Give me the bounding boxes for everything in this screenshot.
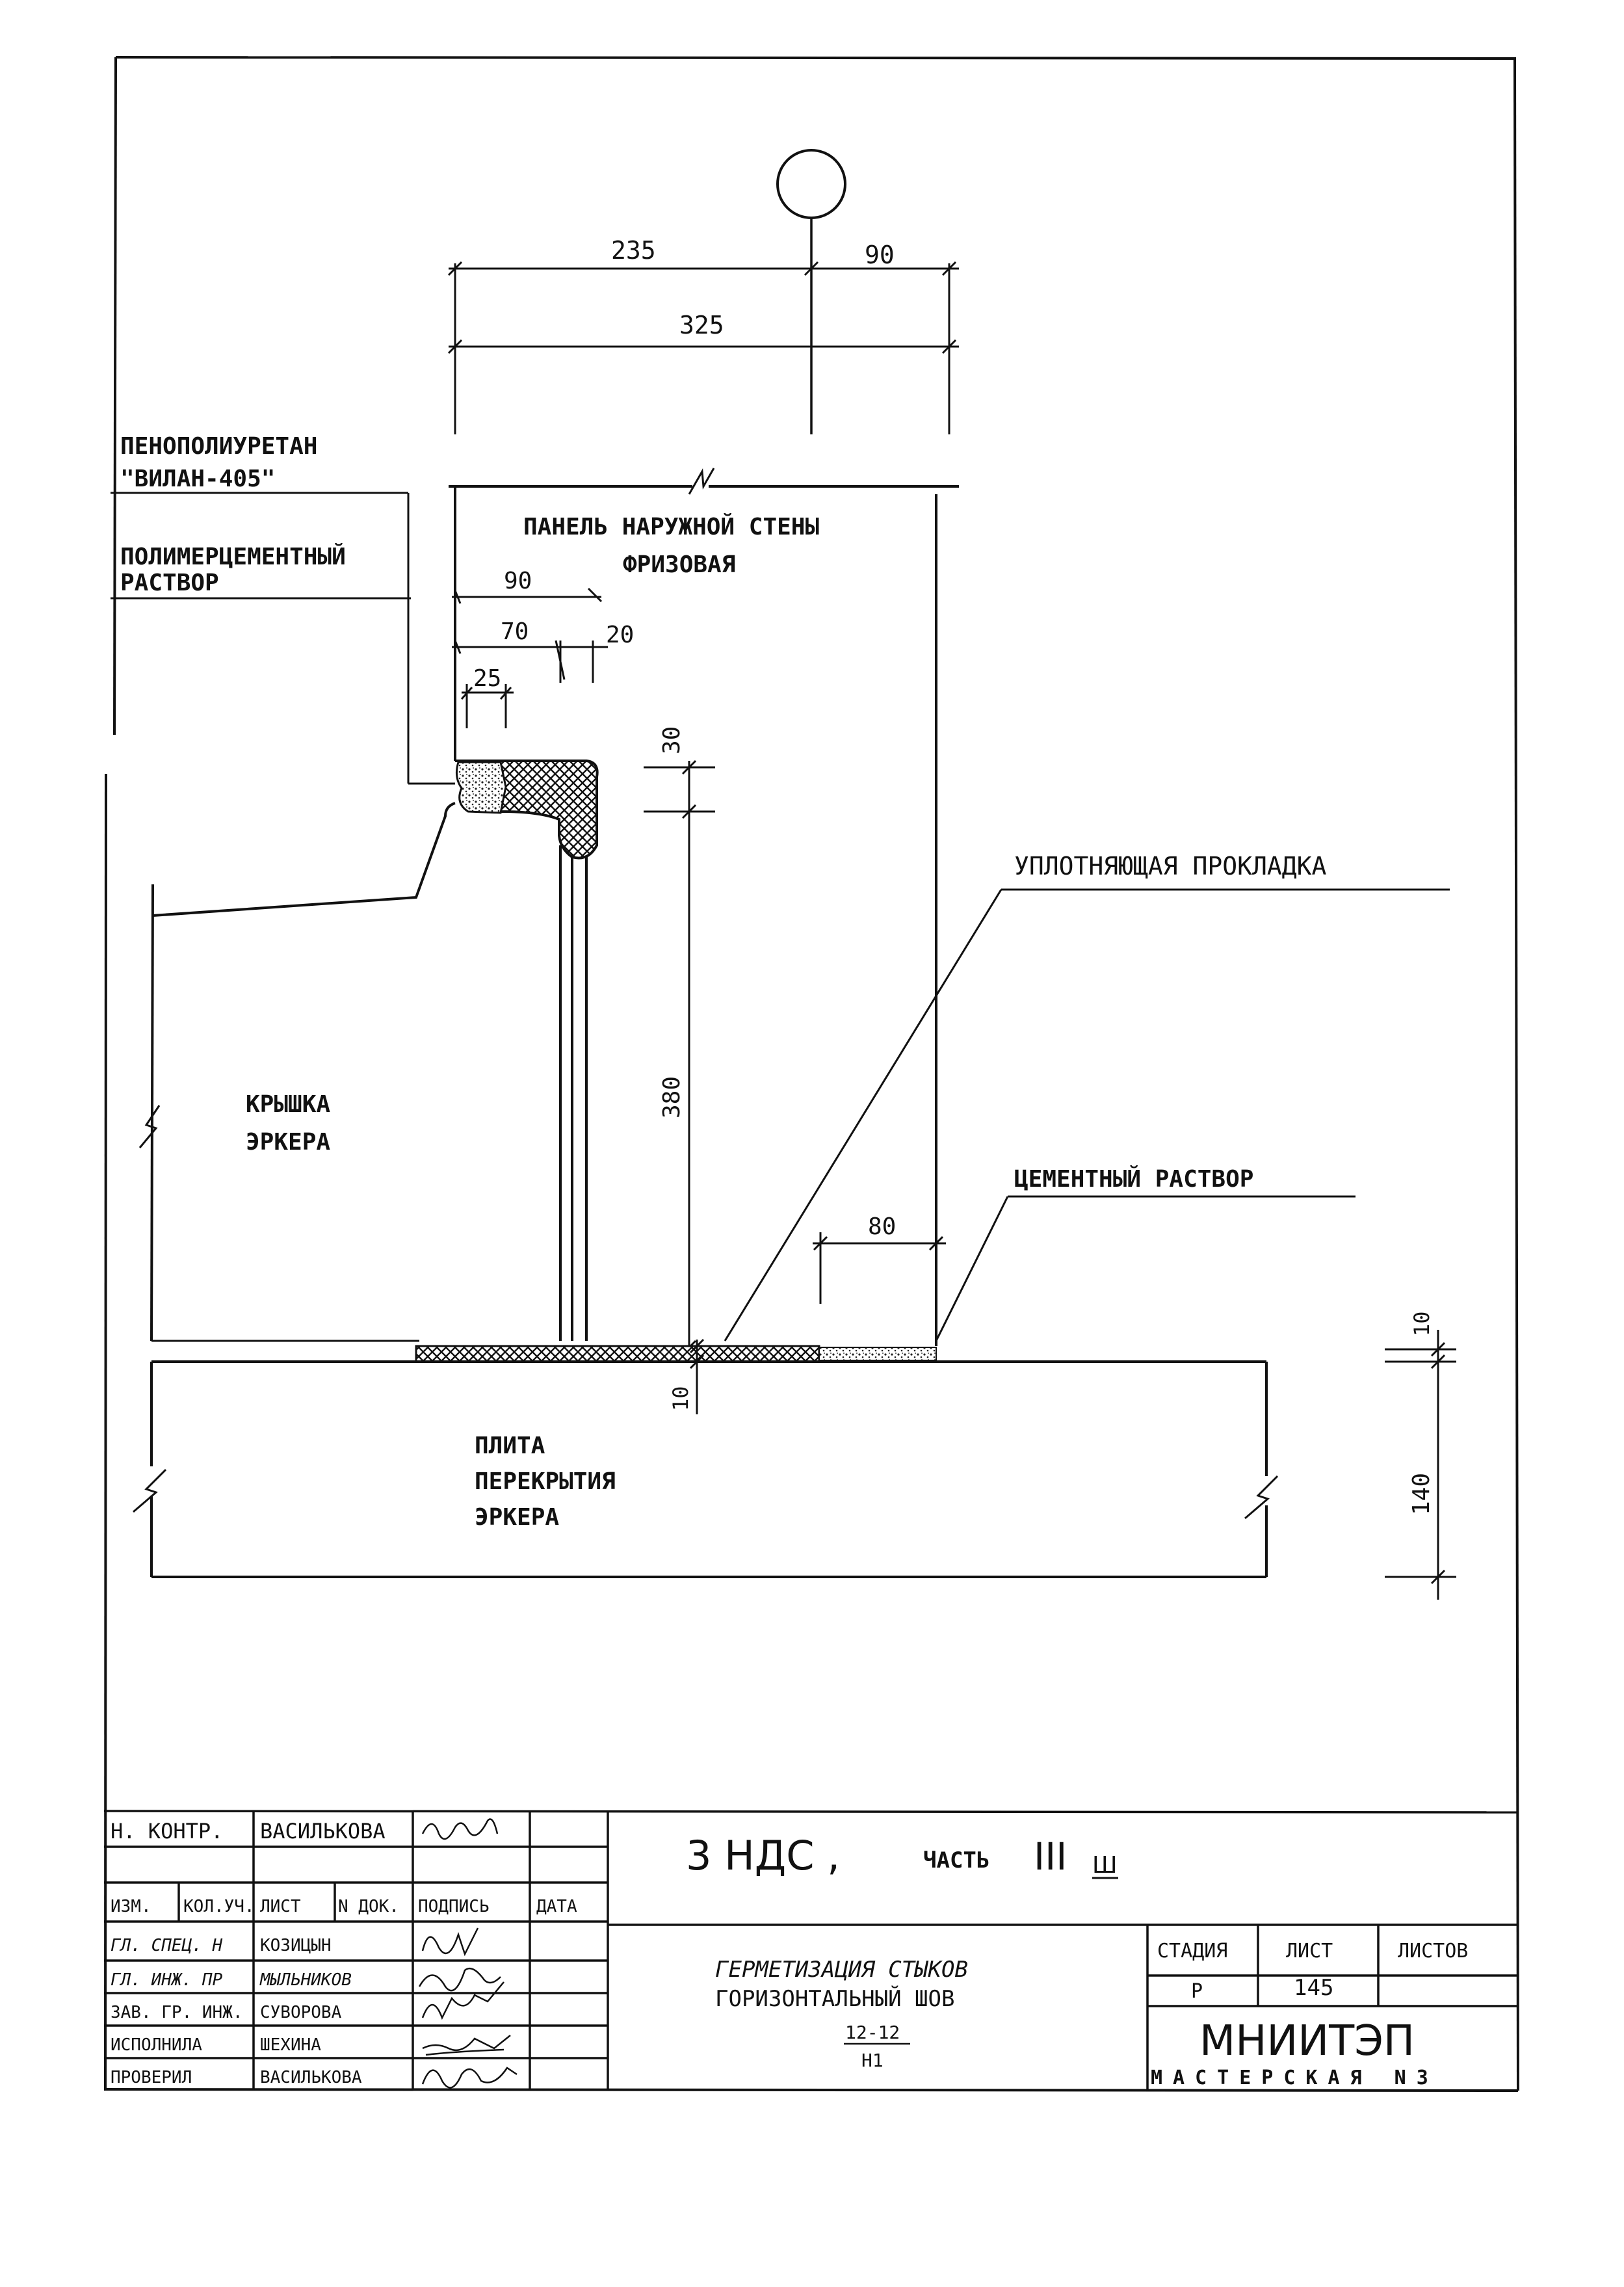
top-dimensions bbox=[447, 261, 959, 434]
tb-sheet-value: 145 bbox=[1294, 1975, 1333, 2001]
tb-project-code: 3 НДС , bbox=[686, 1832, 840, 1879]
gasket-label: УПЛОТНЯЮЩАЯ ПРОКЛАДКА bbox=[1014, 852, 1327, 880]
cement-fill bbox=[819, 1347, 937, 1361]
tb-sheet-header: ЛИСТ bbox=[1286, 1940, 1333, 1963]
inner-dimensions bbox=[452, 587, 608, 728]
slab-label-1: ПЛИТА bbox=[475, 1433, 545, 1459]
tb-stage-value: Р bbox=[1191, 1980, 1203, 2003]
title-block bbox=[103, 1810, 1519, 2091]
polymer-mortar-fill bbox=[455, 761, 507, 814]
gasket-fill bbox=[415, 1345, 820, 1363]
dim-70: 70 bbox=[501, 618, 529, 645]
mortar-label-2: РАСТВОР bbox=[120, 570, 219, 596]
tb-staff-role: ГЛ. СПЕЦ. Н bbox=[111, 1936, 223, 1955]
tb-col-list: ЛИСТ bbox=[260, 1897, 301, 1916]
tb-part-number: III bbox=[1034, 1834, 1067, 1879]
dim-10-right: 10 bbox=[1409, 1311, 1434, 1336]
tb-title-1: ГЕРМЕТИЗАЦИЯ СТЫКОВ bbox=[715, 1957, 968, 1983]
tb-staff-role: ИСПОЛНИЛА bbox=[111, 2035, 202, 2055]
tb-col-koluch: КОЛ.УЧ. bbox=[183, 1897, 255, 1916]
tb-staff-name: КОЗИЦЫН bbox=[260, 1936, 332, 1955]
dim-80: 80 bbox=[868, 1213, 896, 1240]
cover-label-2: ЭРКЕРА bbox=[246, 1129, 330, 1156]
tb-sheets-header: ЛИСТОВ bbox=[1398, 1940, 1468, 1963]
dim-10-bottom-lines bbox=[689, 1338, 705, 1414]
cement-leader bbox=[813, 1195, 1356, 1342]
gasket-leader bbox=[724, 888, 1450, 1342]
dim-325: 325 bbox=[679, 311, 724, 339]
tb-staff-role: ЗАВ. ГР. ИНЖ. bbox=[111, 2003, 243, 2022]
tb-org-unit: МАСТЕРСКАЯ N3 bbox=[1151, 2067, 1439, 2089]
axis-circle bbox=[776, 149, 846, 219]
slab-label-2: ПЕРЕКРЫТИЯ bbox=[475, 1468, 616, 1495]
tb-stage-header: СТАДИЯ bbox=[1157, 1940, 1227, 1963]
axis-marker bbox=[776, 149, 846, 434]
tb-col-ndok: N ДОК. bbox=[338, 1897, 399, 1916]
tb-staff-name: МЫЛЬНИКОВ bbox=[259, 1970, 352, 1990]
dim-380: 380 bbox=[659, 1076, 685, 1118]
dim-90-inner: 90 bbox=[504, 568, 532, 594]
leaders-left bbox=[111, 492, 455, 785]
tb-nkontr-role: Н. КОНТР. bbox=[111, 1819, 223, 1844]
tb-staff-name: ВАСИЛЬКОВА bbox=[260, 2068, 362, 2087]
floor-slab bbox=[133, 1360, 1279, 1578]
tb-org-name: МНИИТЭП bbox=[1199, 2017, 1415, 2065]
tb-col-podpis: ПОДПИСЬ bbox=[418, 1897, 490, 1916]
foam-label-2: "ВИЛАН-405" bbox=[120, 466, 275, 492]
dim-30: 30 bbox=[659, 726, 685, 754]
tb-staff-role: ПРОВЕРИЛ bbox=[111, 2068, 192, 2087]
panel-label-1: ПАНЕЛЬ НАРУЖНОЙ СТЕНЫ bbox=[523, 513, 819, 540]
dim-10-bottom: 10 bbox=[668, 1386, 693, 1411]
sheet-frame bbox=[103, 56, 1519, 2092]
dim-140: 140 bbox=[1408, 1473, 1435, 1515]
dim-20: 20 bbox=[606, 622, 634, 648]
tb-part-label: ЧАСТЬ bbox=[923, 1847, 989, 1873]
mortar-label-1: ПОЛИМЕРЦЕМЕНТНЫЙ bbox=[120, 543, 346, 570]
slab-label-3: ЭРКЕРА bbox=[475, 1504, 559, 1531]
vertical-dimensions bbox=[644, 760, 715, 1356]
signatures bbox=[418, 1818, 517, 2089]
cover-label-1: КРЫШКА bbox=[246, 1091, 330, 1118]
foam-fill bbox=[495, 760, 599, 860]
tb-staff: ГЛ. СПЕЦ. Н КОЗИЦЫН ГЛ. ИНЖ. ПР МЫЛЬНИКО… bbox=[111, 1936, 362, 2087]
tb-staff-name: ШЕХИНА bbox=[260, 2035, 321, 2055]
tb-col-izm: ИЗМ. bbox=[111, 1897, 151, 1916]
cement-label: ЦЕМЕНТНЫЙ РАСТВОР bbox=[1014, 1165, 1253, 1193]
tb-code-top: 12-12 bbox=[845, 2022, 900, 2043]
panel-label-2: ФРИЗОВАЯ bbox=[623, 551, 735, 578]
foam-label-1: ПЕНОПОЛИУРЕТАН bbox=[120, 433, 317, 460]
tb-part-suffix: Ш bbox=[1092, 1852, 1118, 1879]
tb-staff-role: ГЛ. ИНЖ. ПР bbox=[111, 1970, 223, 1990]
dim-25: 25 bbox=[473, 665, 501, 692]
tb-title-2: ГОРИЗОНТАЛЬНЫЙ ШОВ bbox=[715, 1985, 954, 2012]
sealant-top bbox=[455, 760, 599, 860]
right-dimensions bbox=[1385, 1330, 1456, 1600]
dim-90-top: 90 bbox=[865, 241, 895, 269]
oriel-cover bbox=[138, 802, 573, 1342]
tb-nkontr-name: ВАСИЛЬКОВА bbox=[260, 1819, 386, 1844]
tb-code-bottom: Н1 bbox=[861, 2050, 884, 2071]
tb-col-data: ДАТА bbox=[536, 1897, 577, 1916]
dim-235: 235 bbox=[611, 236, 656, 265]
bottom-joint bbox=[151, 1340, 937, 1363]
tb-staff-name: СУВОРОВА bbox=[260, 2003, 342, 2022]
